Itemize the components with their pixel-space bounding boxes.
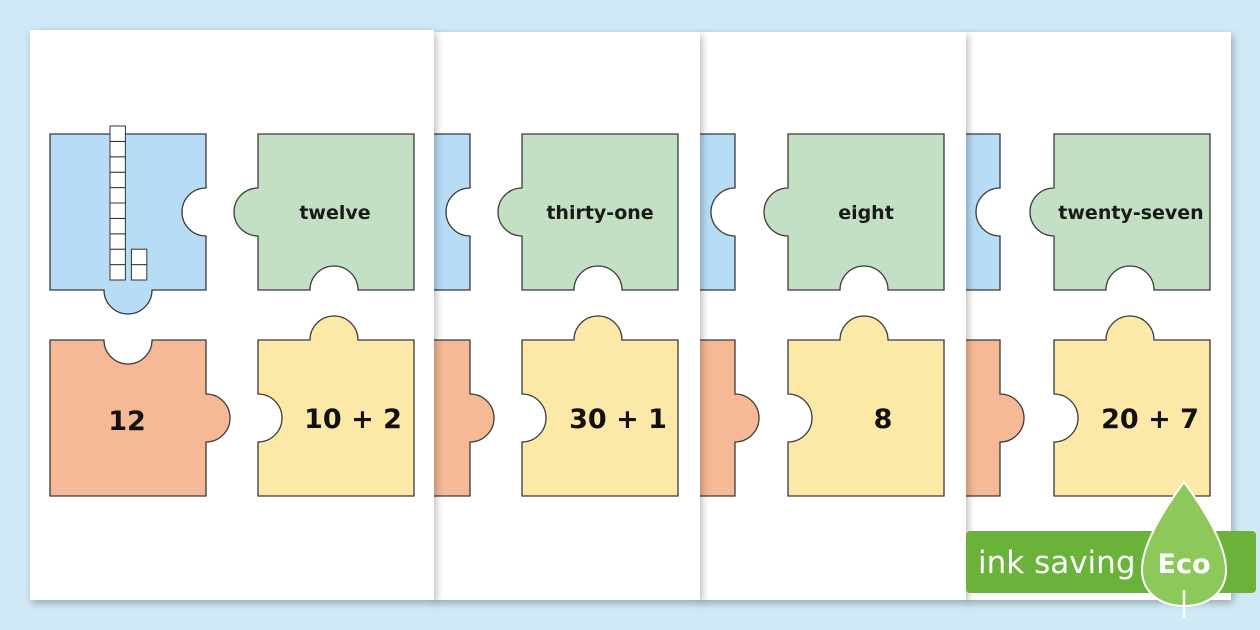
expression-label: 30 + 1 <box>569 404 667 435</box>
worksheet-page-3: eight 8 <box>698 32 966 600</box>
ink-saving-label: ink saving <box>978 545 1136 581</box>
green-puzzle-piece <box>497 133 679 291</box>
yellow-puzzle-piece <box>787 315 945 497</box>
yellow-puzzle-piece <box>1053 315 1211 497</box>
ones-cube <box>130 264 148 281</box>
sheet-paper <box>698 32 966 600</box>
tens-rod-cube <box>109 187 126 204</box>
tens-rod-cube <box>109 233 126 250</box>
expression-label: 10 + 2 <box>304 404 402 435</box>
blue-puzzle-piece <box>698 133 736 291</box>
yellow-puzzle-piece <box>257 315 415 497</box>
tens-rod-cube <box>109 125 126 142</box>
worksheet-page-4: twenty-seven 20 + 7 <box>964 32 1231 600</box>
tens-rod-cube <box>109 140 126 158</box>
expression-label: 20 + 7 <box>1101 404 1199 435</box>
word-label: twenty-seven <box>1058 202 1203 224</box>
worksheet-page-2: thirty-one 30 + 1 <box>432 32 700 600</box>
base-ten-blocks <box>109 125 148 281</box>
tens-rod-cube <box>109 202 126 219</box>
orange-puzzle-piece <box>698 339 760 497</box>
ones-cube <box>130 248 148 266</box>
eco-ink-saving-badge: ink saving Eco <box>966 480 1256 618</box>
blue-puzzle-piece <box>49 133 207 315</box>
tens-rod-cube <box>109 171 126 189</box>
green-puzzle-piece <box>1029 133 1211 291</box>
tens-rod-cube <box>109 217 126 235</box>
word-label: thirty-one <box>546 202 653 224</box>
tens-rod-cube <box>109 156 126 173</box>
sheet-paper <box>30 30 434 600</box>
green-puzzle-piece <box>763 133 945 291</box>
worksheet-page-1: twelve 12 10 + 2 <box>30 30 434 600</box>
blue-puzzle-piece <box>432 133 471 291</box>
expression-label: 8 <box>874 404 893 435</box>
word-label: twelve <box>299 202 370 224</box>
orange-puzzle-piece <box>964 339 1025 497</box>
eco-label: Eco <box>1158 549 1211 580</box>
tens-rod-cube <box>109 264 126 281</box>
tens-rod-cube <box>109 248 126 266</box>
orange-puzzle-piece <box>49 339 231 497</box>
numeral-label: 12 <box>108 406 146 437</box>
word-label: eight <box>838 202 894 224</box>
green-puzzle-piece <box>233 133 415 291</box>
sheet-paper <box>432 32 700 600</box>
yellow-puzzle-piece <box>521 315 679 497</box>
blue-puzzle-piece <box>964 133 1001 291</box>
orange-puzzle-piece <box>432 339 495 497</box>
